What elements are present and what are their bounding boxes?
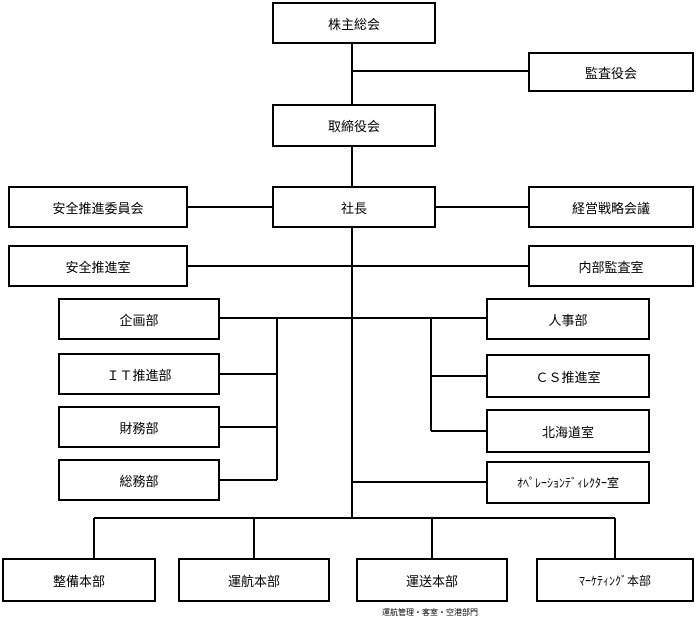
hokkaido-office-box: 北海道室 bbox=[486, 409, 650, 453]
operations-director-office-box: ｵﾍﾟﾚｰｼｮﾝﾃﾞｨﾚｸﾀｰ室 bbox=[486, 461, 650, 504]
maintenance-division-box: 整備本部 bbox=[2, 558, 156, 602]
transport-division-box: 運送本部 bbox=[356, 558, 508, 602]
auditors-board-box: 監査役会 bbox=[528, 52, 694, 92]
general-affairs-dept-box: 総務部 bbox=[58, 459, 220, 501]
board-of-directors-box: 取締役会 bbox=[272, 104, 436, 147]
strategy-council-box: 経営戦略会議 bbox=[528, 186, 694, 228]
internal-audit-box: 内部監査室 bbox=[528, 245, 694, 287]
hr-dept-box: 人事部 bbox=[486, 298, 650, 340]
safety-committee-box: 安全推進委員会 bbox=[8, 186, 188, 228]
flight-ops-division-box: 運航本部 bbox=[178, 558, 330, 602]
finance-dept-box: 財務部 bbox=[58, 406, 220, 448]
safety-office-box: 安全推進室 bbox=[8, 245, 188, 287]
shareholders-meeting-box: 株主総会 bbox=[272, 2, 436, 44]
president-box: 社長 bbox=[272, 186, 436, 228]
it-dept-box: ＩＴ推進部 bbox=[58, 353, 220, 395]
planning-dept-box: 企画部 bbox=[58, 298, 220, 340]
marketing-division-box: ﾏｰｹﾃｨﾝｸﾞ本部 bbox=[536, 558, 694, 602]
cs-office-box: ＣＳ推進室 bbox=[486, 354, 650, 398]
transport-subdivisions-note: 運航管理・客室・空港部門 bbox=[382, 608, 478, 617]
